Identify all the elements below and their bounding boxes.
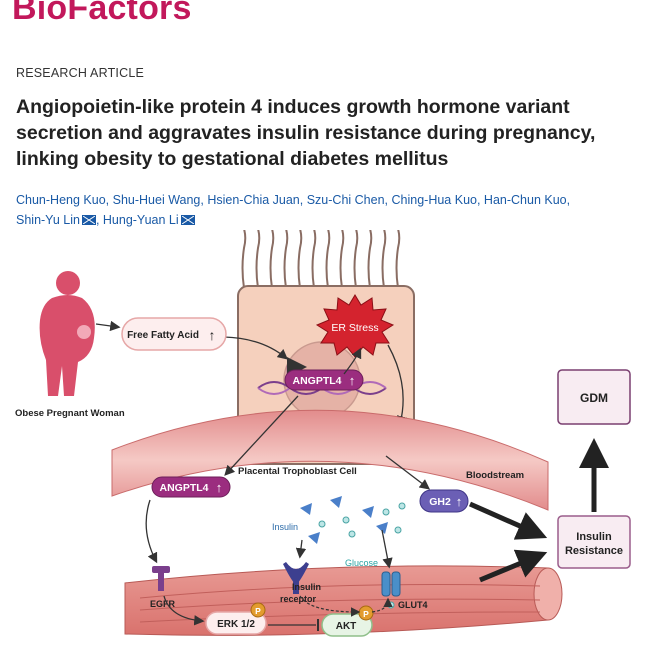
insulin-receptor-icon (283, 562, 309, 594)
graphical-abstract: ER Stress ANGPTL4 ↑ GH2 ↑ Obese Pregnant… (15, 230, 631, 637)
insulin-label: Insulin (272, 522, 298, 532)
arrow-muscle-to-resistance (479, 549, 548, 583)
author-link[interactable]: Ching-Hua Kuo (391, 193, 477, 207)
insulin-particles (300, 496, 388, 544)
phosphate-badge-erk (250, 602, 266, 618)
glucose-particle (387, 601, 395, 609)
gdm-label: GDM (580, 391, 608, 405)
up-arrow-icon: ↑ (349, 373, 356, 388)
arrow-gh2-to-glut4 (381, 529, 393, 569)
arrow-ffa-to-nucleus (223, 336, 288, 360)
gh2-badge-blood (419, 489, 469, 513)
bloodstream-label: Bloodstream (466, 470, 524, 481)
microvilli (241, 230, 401, 289)
free-fatty-acid-badge (121, 317, 227, 351)
egfr-label: EGFR (150, 599, 176, 609)
phosphate-label: P (363, 609, 369, 619)
author-separator: , (200, 193, 208, 207)
arrow-er-to-gh2 (387, 344, 407, 427)
insulin-receptor-label: Insulin (292, 582, 321, 592)
author-separator: , (384, 193, 392, 207)
arrow-angptl4-to-egfr (145, 499, 158, 564)
akt-badge (321, 613, 373, 637)
author-separator: , (476, 193, 484, 207)
author-separator: , (566, 193, 571, 207)
insulin-receptor-label: receptor (280, 594, 317, 604)
author-separator: , (299, 193, 307, 207)
glut4-transporter-icon (381, 571, 401, 597)
bloodstream-vessel (111, 409, 549, 511)
arrow-cell-to-angptl4 (224, 395, 299, 476)
erk-badge (205, 611, 267, 635)
insulin-resistance-label: Resistance (565, 545, 623, 557)
author-list: Chun-Heng Kuo, Shu-Huei Wang, Hsien-Chia… (16, 190, 636, 230)
arrow-angptl4-to-er (343, 347, 362, 375)
author-separator: , (95, 213, 103, 227)
gh2-label: GH2 (429, 496, 451, 508)
angptl4-label: ANGPTL4 (159, 482, 208, 494)
author-link[interactable]: Hung-Yuan Li (102, 213, 179, 227)
author-link[interactable]: Chun-Heng Kuo (16, 193, 106, 207)
free-fatty-acid-label: Free Fatty Acid (127, 330, 199, 341)
angptl4-badge-nucleus (284, 369, 364, 391)
arrow-insulin-to-receptor (295, 539, 307, 559)
er-stress-label: ER Stress (331, 322, 378, 334)
woman-label: Obese Pregnant Woman (15, 408, 125, 419)
arrow-egfr-to-erk (163, 595, 205, 626)
gdm-box (557, 369, 631, 425)
author-link[interactable]: Shin-Yu Lin (16, 213, 80, 227)
glut4-label: GLUT4 (398, 600, 428, 610)
glucose-particles (318, 502, 406, 538)
phosphate-label: P (255, 606, 261, 616)
cell-label: Placental Trophoblast Cell (238, 466, 357, 477)
up-arrow-icon: ↑ (216, 480, 223, 495)
arrow-cell-to-gh2 (385, 455, 431, 490)
erk-label: ERK 1/2 (217, 619, 255, 630)
arrow-gh2-to-resistance (468, 501, 548, 540)
egfr-receptor-icon (152, 566, 170, 591)
up-arrow-icon: ↑ (209, 327, 216, 343)
journal-name[interactable]: BioFactors (12, 0, 192, 27)
article-type: RESEARCH ARTICLE (16, 66, 145, 80)
akt-label: AKT (336, 621, 357, 632)
article-title: Angiopoietin-like protein 4 induces grow… (16, 96, 596, 170)
angptl4-label: ANGPTL4 (292, 375, 341, 387)
mail-icon[interactable] (180, 215, 195, 225)
arrow-woman-to-ffa (95, 320, 121, 332)
arrow-akt-to-glut4 (371, 597, 393, 613)
pregnant-woman-icon (39, 271, 95, 396)
mail-icon[interactable] (81, 215, 96, 225)
author-link[interactable]: Shu-Huei Wang (112, 193, 201, 207)
author-link[interactable]: Hsien-Chia Juan (207, 193, 300, 207)
author-separator: , (105, 193, 113, 207)
author-link[interactable]: Han-Chun Kuo (483, 193, 567, 207)
insulin-resistance-box (557, 515, 631, 569)
angptl4-badge-blood (151, 476, 231, 498)
glucose-label: Glucose (345, 558, 378, 568)
up-arrow-icon: ↑ (456, 494, 463, 509)
author-link[interactable]: Szu-Chi Chen (306, 193, 385, 207)
insulin-resistance-label: Insulin (576, 531, 612, 543)
